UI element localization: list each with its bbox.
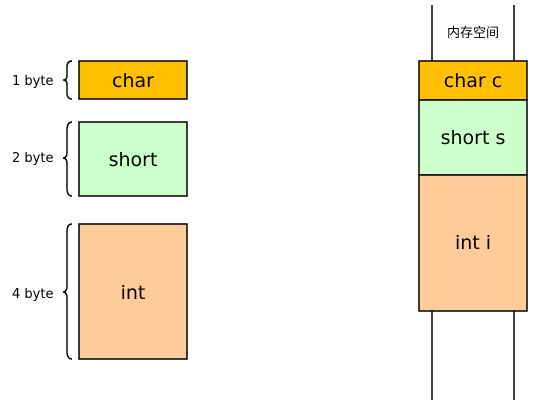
memory-label-int-i: int i — [455, 232, 491, 254]
size-label-int: 4 byte — [12, 287, 53, 302]
memory-space: 内存空间 char c short s int i — [418, 5, 528, 400]
type-size-legend: 1 byte char 2 byte short 4 byte int — [12, 60, 188, 360]
size-label-char: 1 byte — [12, 74, 53, 89]
box-char — [78, 60, 188, 100]
memory-space-title: 内存空间 — [447, 25, 499, 41]
type-label-char: char — [112, 70, 154, 92]
memory-cell-short — [418, 99, 528, 176]
memory-cell-int — [418, 174, 528, 312]
size-label-short: 2 byte — [12, 151, 53, 166]
memory-cell-char — [418, 60, 528, 101]
box-int — [78, 223, 188, 360]
brace-int — [62, 223, 73, 360]
type-label-short: short — [109, 149, 158, 171]
brace-char — [62, 60, 73, 100]
memory-label-short-s: short s — [441, 127, 506, 149]
memory-label-char-c: char c — [444, 70, 502, 92]
type-label-int: int — [121, 282, 146, 304]
box-short — [78, 121, 188, 197]
brace-short — [62, 121, 73, 197]
